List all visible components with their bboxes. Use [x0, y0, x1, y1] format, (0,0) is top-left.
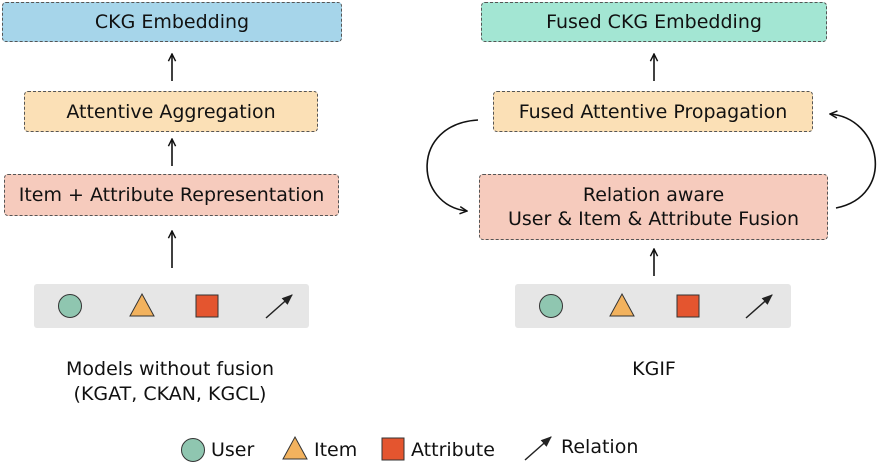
legend-relation-label: Relation — [561, 436, 639, 458]
left-attentive-aggregation-label: Attentive Aggregation — [66, 100, 276, 123]
legend-attribute-icon — [381, 437, 405, 461]
legend-user-icon — [181, 438, 205, 462]
right-item-icon — [609, 292, 635, 317]
right-caption: KGIF — [632, 358, 676, 380]
left-caption: Models without fusion (KGAT, CKAN, KGCL) — [20, 357, 320, 407]
legend-item-label: Item — [314, 439, 358, 461]
right-fusion-label-line2: User & Item & Attribute Fusion — [507, 208, 800, 230]
left-item-icon — [129, 292, 155, 317]
left-item-attribute-representation-label: Item + Attribute Representation — [18, 184, 325, 206]
right-relation-aware-fusion-box: Relation aware User & Item & Attribute F… — [479, 174, 828, 240]
left-caption-line2: (KGAT, CKAN, KGCL) — [73, 383, 267, 405]
cycle-arrow-right — [830, 114, 877, 209]
right-fusion-label-line1: Relation aware — [582, 184, 725, 206]
right-fused-attentive-propagation-label: Fused Attentive Propagation — [518, 100, 788, 123]
right-attribute-icon — [676, 294, 700, 318]
cycle-arrow-left — [426, 119, 479, 211]
left-item-attribute-representation-box: Item + Attribute Representation — [4, 174, 339, 216]
legend-item-icon — [282, 435, 308, 460]
left-caption-line1: Models without fusion — [65, 358, 275, 380]
legend-user-label: User — [211, 439, 255, 461]
left-attentive-aggregation-box: Attentive Aggregation — [24, 91, 318, 132]
legend-relation-icon — [524, 436, 552, 461]
left-user-icon — [58, 294, 82, 318]
right-fused-ckg-embedding-box: Fused CKG Embedding — [481, 2, 827, 42]
legend-attribute-label: Attribute — [411, 439, 495, 461]
right-user-icon — [539, 294, 563, 318]
left-attribute-icon — [195, 294, 219, 318]
right-fused-attentive-propagation-box: Fused Attentive Propagation — [493, 91, 813, 132]
left-ckg-embedding-box: CKG Embedding — [2, 2, 342, 42]
right-relation-icon — [745, 294, 773, 319]
left-relation-icon — [265, 294, 293, 319]
right-fused-ckg-embedding-label: Fused CKG Embedding — [546, 11, 762, 33]
left-ckg-embedding-label: CKG Embedding — [94, 11, 250, 33]
